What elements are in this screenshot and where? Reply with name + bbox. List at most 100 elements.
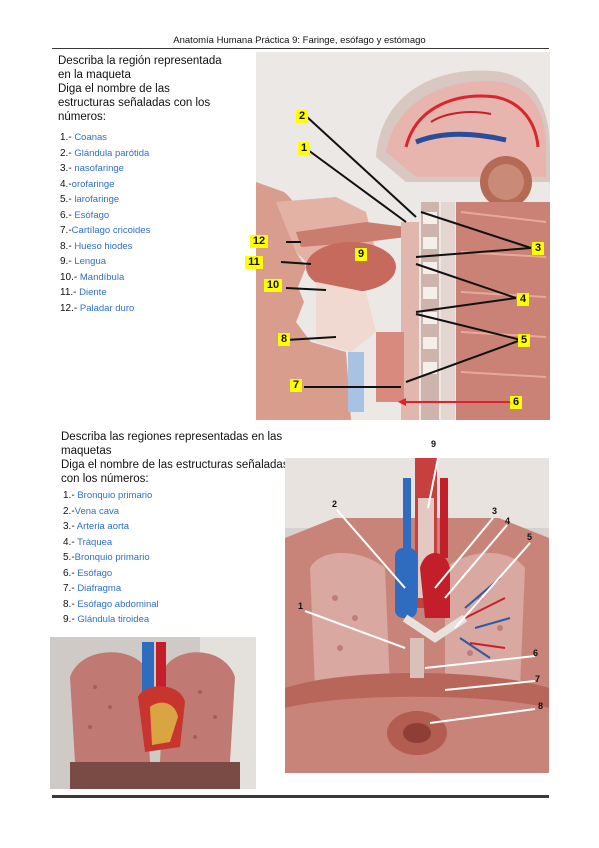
- answer-item: 7.-Cartílago cricoides: [60, 225, 150, 241]
- answer-text: Bronquio primario: [74, 552, 150, 563]
- answer-text: Cartílago cricoides: [71, 225, 151, 236]
- answer-number: 5.-: [60, 194, 72, 205]
- answer-text: Tráquea: [77, 536, 113, 548]
- figure-label: 8: [538, 701, 544, 711]
- header-rule: [52, 48, 549, 49]
- figure-label: 4: [517, 293, 529, 306]
- answer-item: 2.- Glándula parótida: [60, 148, 150, 164]
- answer-number: 1.-: [63, 490, 75, 501]
- answer-number: 4.-: [60, 178, 72, 190]
- instruction-line: estructuras señaladas con los: [58, 97, 211, 109]
- answer-number: 9.-: [60, 256, 72, 267]
- instruction-line: Describa las regiones representadas en l…: [61, 431, 283, 443]
- answer-number: 5.-: [63, 552, 75, 563]
- figure-label: 5: [527, 532, 533, 542]
- section1-answer-list: 1.- Coanas 2.- Glándula parótida 3.- nas…: [60, 132, 150, 318]
- answer-item: 12.- Paladar duro: [60, 303, 150, 319]
- answer-text: Diafragma: [77, 583, 122, 594]
- instruction-line: con los números:: [61, 473, 149, 485]
- answer-text: Paladar duro: [79, 302, 135, 314]
- figure-label: 2: [296, 110, 308, 123]
- answer-text: larofaringe: [74, 194, 120, 205]
- answer-text: Hueso hiodes: [74, 240, 133, 252]
- answer-item: 10.- Mandíbula: [60, 272, 150, 288]
- figure-label: 4: [505, 516, 511, 526]
- instruction-line: números:: [58, 111, 106, 123]
- answer-number: 1.-: [60, 132, 72, 143]
- figure-label: 3: [492, 506, 498, 516]
- answer-text: Diente: [79, 287, 107, 298]
- instruction-line: en la maqueta: [58, 69, 131, 81]
- answer-number: 12.-: [60, 302, 78, 314]
- section2-instructions: Describa las regiones representadas en l…: [61, 430, 289, 486]
- answer-text: Esófago: [77, 567, 113, 579]
- page-header: Anatomía Humana Práctica 9: Faringe, esó…: [173, 35, 426, 46]
- answer-item: 6.- Esófago: [60, 210, 150, 226]
- answer-item: 8.- Esófago abdominal: [63, 599, 159, 615]
- figure-label: 6: [533, 648, 539, 658]
- answer-number: 11.-: [60, 287, 77, 298]
- answer-item: 4.-orofaringe: [60, 179, 150, 195]
- answer-item: 9.- Lengua: [60, 256, 150, 272]
- answer-text: Esófago abdominal: [77, 598, 159, 610]
- figure-label: 11: [245, 256, 263, 269]
- answer-text: nasofaringe: [74, 163, 124, 174]
- instruction-line: Describa la región representada: [58, 55, 222, 67]
- figure-label: 1: [298, 601, 304, 611]
- answer-text: orofaringe: [71, 178, 115, 190]
- answer-number: 10.-: [60, 271, 78, 283]
- answer-text: Vena cava: [74, 505, 120, 517]
- answer-item: 7.- Diafragma: [63, 583, 159, 599]
- answer-item: 8.- Hueso hiodes: [60, 241, 150, 257]
- answer-text: Bronquio primario: [77, 490, 153, 501]
- answer-number: 8.-: [60, 240, 72, 252]
- lungs-heart-photo: [50, 637, 256, 789]
- figure-label: 8: [278, 333, 290, 346]
- figure-label: 7: [535, 674, 541, 684]
- answer-item: 9.- Glándula tiroidea: [63, 614, 159, 630]
- figure-label: 3: [532, 242, 544, 255]
- instruction-line: Diga el nombre de las estructuras señala…: [61, 459, 289, 471]
- answer-number: 3.-: [63, 521, 75, 532]
- answer-item: 1.- Coanas: [60, 132, 150, 148]
- head-section-photo: [256, 52, 550, 420]
- answer-item: 5.-Bronquio primario: [63, 552, 159, 568]
- answer-item: 3.- nasofaringe: [60, 163, 150, 179]
- thorax-model-photo: [285, 458, 549, 773]
- answer-item: 1.- Bronquio primario: [63, 490, 159, 506]
- figure-label: 10: [264, 279, 282, 292]
- answer-text: Coanas: [74, 132, 108, 143]
- figure-label: 1: [298, 142, 310, 155]
- section2-answer-list: 1.- Bronquio primario 2.-Vena cava 3.- A…: [63, 490, 159, 630]
- answer-number: 6.-: [63, 567, 75, 579]
- answer-item: 11.- Diente: [60, 287, 150, 303]
- answer-number: 6.-: [60, 209, 72, 221]
- instruction-line: maquetas: [61, 445, 112, 457]
- figure-label: 2: [332, 499, 338, 509]
- figure-label: 9: [355, 248, 367, 261]
- answer-item: 4.- Tráquea: [63, 537, 159, 553]
- answer-text: Glándula tiroidea: [77, 614, 150, 625]
- answer-number: 8.-: [63, 598, 75, 610]
- answer-text: Esófago: [74, 209, 110, 221]
- figure-label: 6: [510, 396, 522, 409]
- answer-item: 5.- larofaringe: [60, 194, 150, 210]
- figure-label: 12: [250, 235, 268, 248]
- figure-label: 7: [290, 379, 302, 392]
- answer-number: 4.-: [63, 536, 75, 548]
- figure-label: 9: [431, 439, 437, 449]
- answer-item: 2.-Vena cava: [63, 506, 159, 522]
- answer-number: 9.-: [63, 614, 75, 625]
- answer-number: 7.-: [60, 225, 72, 236]
- instruction-line: Diga el nombre de las: [58, 83, 170, 95]
- answer-item: 6.- Esófago: [63, 568, 159, 584]
- answer-number: 2.-: [60, 147, 72, 159]
- answer-text: Lengua: [74, 256, 107, 267]
- answer-number: 7.-: [63, 583, 75, 594]
- answer-text: Mandíbula: [79, 271, 125, 283]
- section1-instructions: Describa la región representada en la ma…: [58, 54, 222, 124]
- footer-rule: [52, 795, 549, 798]
- answer-number: 3.-: [60, 163, 72, 174]
- answer-text: Arteria aorta: [76, 521, 130, 532]
- answer-text: Glándula parótida: [74, 147, 150, 159]
